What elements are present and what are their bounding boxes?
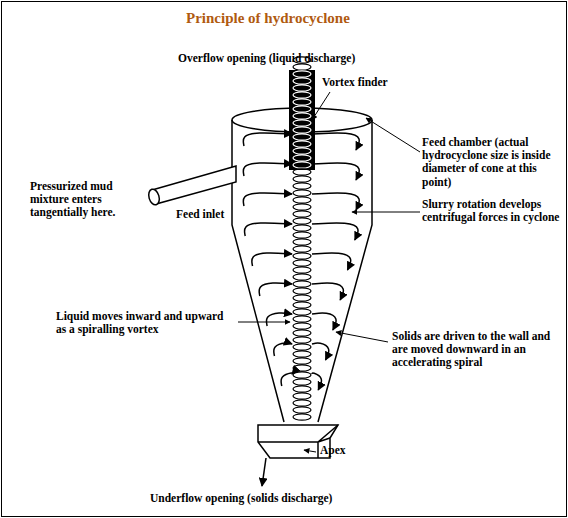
- callout-label: Solids are driven to the wall and are mo…: [392, 330, 560, 370]
- title: Principle of hydrocyclone: [186, 10, 350, 27]
- callout-label: Feed inlet: [176, 208, 228, 221]
- callout-label: Liquid moves inward and upward as a spir…: [56, 310, 236, 336]
- callout-label: Apex: [320, 444, 360, 457]
- callout-label: Feed chamber (actual hydrocyclone size i…: [422, 136, 562, 189]
- vortex-finder: [289, 70, 315, 170]
- slurry-spiral: [243, 133, 359, 390]
- leader-lines: [238, 92, 420, 486]
- callout-label: Underflow opening (solids discharge): [150, 492, 430, 505]
- callout-label: Overflow opening (liquid discharge): [178, 52, 438, 65]
- liquid-vortex-coil: [293, 57, 311, 420]
- callout-label: Slurry rotation develops centrifugal for…: [422, 198, 562, 224]
- callout-label: Vortex finder: [322, 76, 412, 89]
- feed-pipe: [147, 166, 236, 206]
- callout-label: Pressurized mud mixture enters tangentia…: [30, 180, 150, 220]
